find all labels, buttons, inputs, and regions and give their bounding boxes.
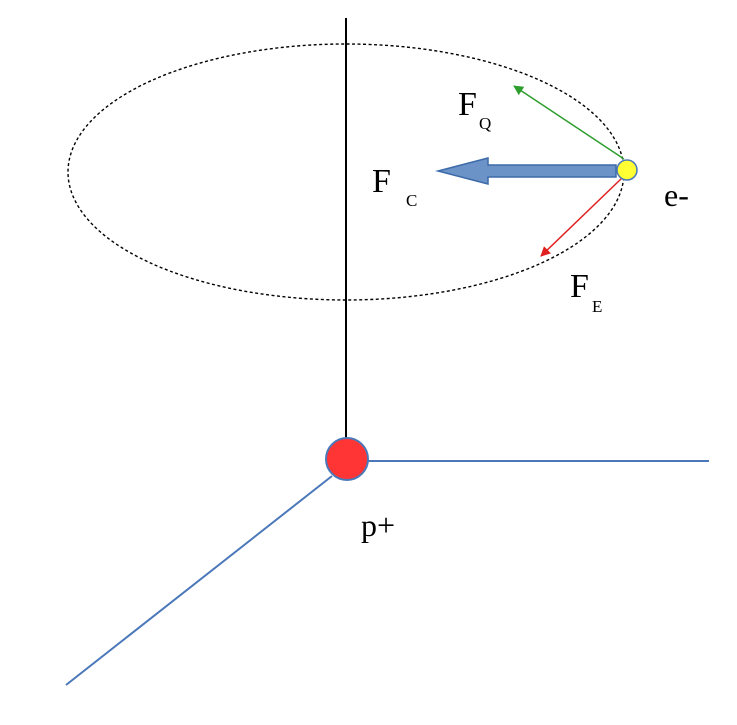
force-c-label: F <box>372 163 391 200</box>
electron-particle <box>616 159 638 181</box>
centripetal-force-arrow <box>435 157 617 185</box>
proton-particle <box>325 437 369 481</box>
diagonal-axis <box>65 475 333 686</box>
quantum-force-arrow <box>513 85 625 160</box>
force-e-label: F <box>570 268 589 305</box>
electron-label: e- <box>664 177 689 213</box>
proton-label: p+ <box>361 507 395 543</box>
force-q-label: F <box>458 86 477 123</box>
electric-force-arrow <box>540 177 623 257</box>
force-e-subscript: E <box>592 297 602 316</box>
force-c-subscript: C <box>406 191 417 210</box>
force-q-subscript: Q <box>479 114 491 133</box>
